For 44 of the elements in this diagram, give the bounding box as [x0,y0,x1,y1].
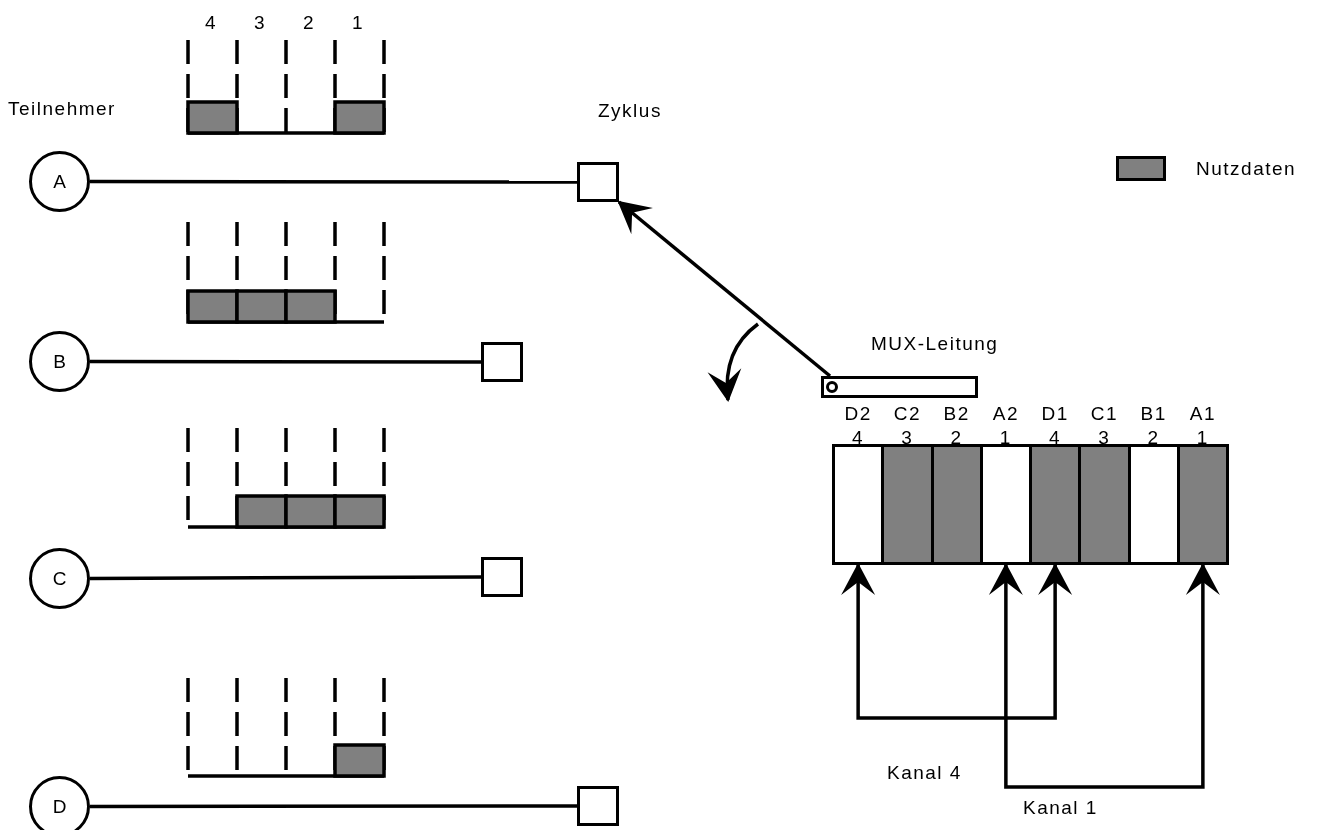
slot-number: 1 [352,12,365,34]
participant-letter: B [52,351,67,373]
connector-line [90,575,481,581]
connector-line [90,804,577,809]
slot-number: 3 [900,429,915,447]
arrow [841,563,1073,720]
participant-letter: A [52,171,67,193]
column-heading: Zyklus [598,100,662,122]
mux-line-bar [821,376,978,398]
slot-label: B1 [1139,405,1168,423]
arrow [988,563,1220,789]
slot-label: A2 [991,405,1020,423]
slot-number: 4 [1048,429,1063,447]
slot-label: D2 [843,405,873,423]
arrow [617,200,832,378]
slot-number: 3 [1097,429,1112,447]
connector-line [90,179,577,184]
line-end-square [577,162,619,202]
participant-circle [29,151,90,212]
slot-number: 2 [949,429,964,447]
slot-label: D1 [1040,405,1070,423]
slot-number: 2 [303,12,316,34]
participant-circle [29,331,90,392]
line-end-square [481,557,523,597]
participant-circle [29,548,90,609]
participant-letter: C [51,568,68,590]
slot-number: 1 [998,429,1013,447]
slot-number: 4 [205,12,218,34]
legend-label: Nutzdaten [1196,158,1297,180]
slot-label: C1 [1089,405,1119,423]
line-end-square [577,786,619,826]
column-heading: Teilnehmer [8,98,116,120]
participant-letter: D [51,796,68,818]
connector-line [90,359,481,364]
slot-label: A1 [1188,405,1217,423]
slot-number: 1 [1195,429,1210,447]
line-label: MUX-Leitung [871,333,999,355]
slot-label: C2 [892,405,922,423]
slot-number: 4 [851,429,866,447]
slot-number: 2 [1146,429,1161,447]
slot-number: 3 [254,12,267,34]
participant-circle [29,776,90,830]
slot-label: B2 [942,405,971,423]
line-end-square [481,342,523,382]
